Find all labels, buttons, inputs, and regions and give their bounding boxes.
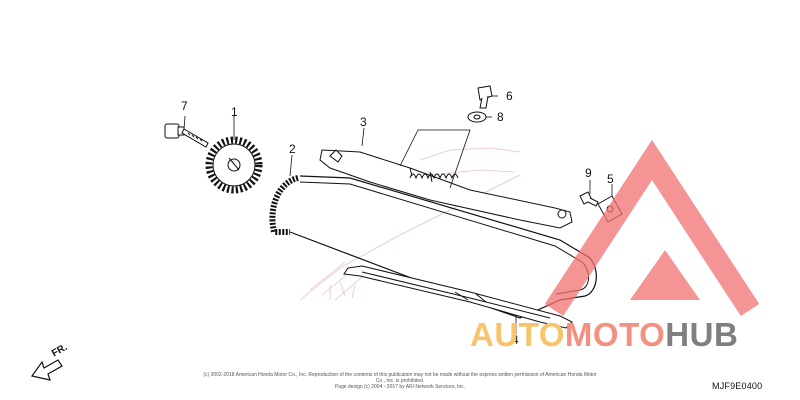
callout-9: 9 [585,166,592,180]
tensioner-spring [409,173,459,180]
watermark-moto: MOTO [564,316,666,353]
watermark-logo [544,139,760,317]
callout-1: 1 [231,105,238,119]
callout-6: 6 [506,89,513,103]
diagram-code: MJF9E0400 [712,381,763,391]
honda-background-outline [299,147,521,301]
cam-chain-tensioner-3[interactable] [319,149,573,229]
bolt-6[interactable] [477,85,493,109]
watermark-auto: AUTO [470,316,565,353]
cam-chain-guide-4[interactable] [343,265,573,329]
copyright-notice: (c) 2002-2018 American Honda Motor Co., … [200,372,600,390]
bolt-7[interactable] [164,123,209,148]
front-arrow [30,359,63,381]
callout-8: 8 [497,110,504,124]
copyright-line-1: (c) 2002-2018 American Honda Motor Co., … [203,372,597,384]
callout-3: 3 [360,115,367,129]
watermark-text: AUTOMOTOHUB [470,318,738,351]
watermark-hub: HUB [665,316,739,353]
callout-2: 2 [289,142,296,156]
callout-5: 5 [607,172,614,186]
cam-sprocket-1[interactable] [205,136,263,194]
washer-8[interactable] [467,111,487,123]
copyright-line-2: Page design (c) 2004 - 2017 by ARI Netwo… [334,384,466,390]
watermark-logo-inner [630,250,700,300]
callout-7: 7 [181,99,188,113]
callout-4: 4 [512,333,519,347]
bolt-9[interactable] [579,191,599,207]
